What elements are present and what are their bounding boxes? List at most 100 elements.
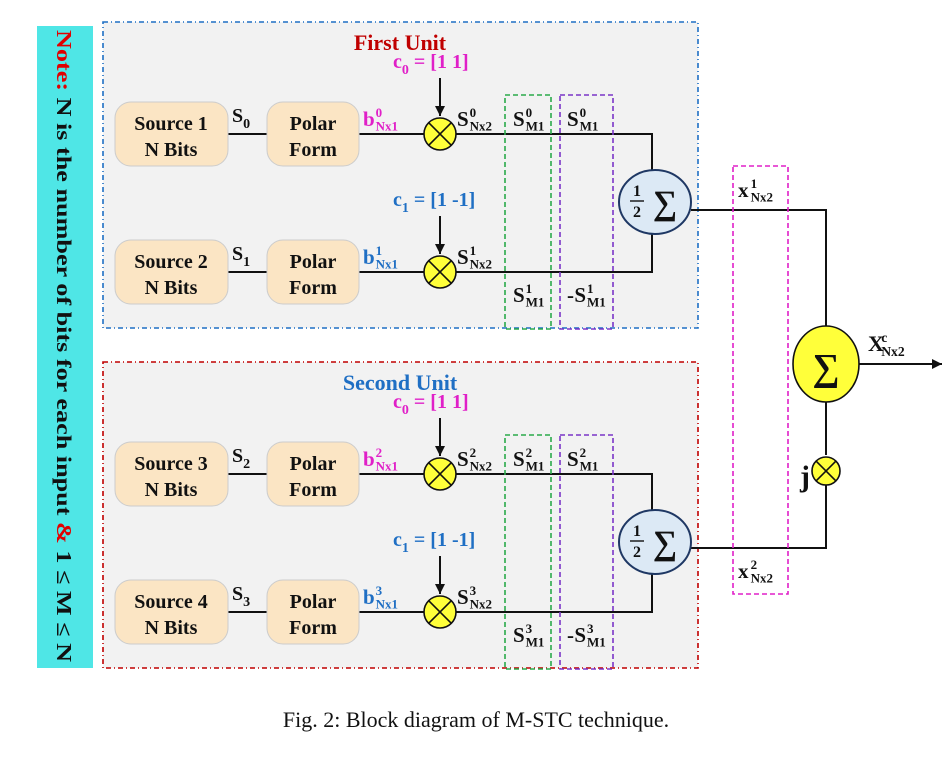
selection-boxes bbox=[504, 94, 789, 670]
unit-title-1: First Unit bbox=[354, 30, 447, 55]
svg-text:Nx2: Nx2 bbox=[751, 190, 773, 205]
svg-text:S: S bbox=[457, 447, 469, 471]
wire-unit-out-1 bbox=[691, 209, 827, 330]
svg-text:x: x bbox=[738, 178, 749, 202]
code-label-3: c0 = [1 1] bbox=[393, 391, 469, 418]
svg-text:3: 3 bbox=[526, 621, 533, 636]
svg-text:x: x bbox=[738, 559, 749, 583]
svg-text:b: b bbox=[363, 585, 375, 609]
wire-mult-sum-3 bbox=[456, 473, 653, 512]
svg-text:c: c bbox=[881, 330, 887, 345]
half-numerator: 1 bbox=[633, 183, 641, 200]
svg-text:Nx1: Nx1 bbox=[376, 257, 398, 272]
svg-text:S: S bbox=[513, 447, 525, 471]
svg-text:Nx1: Nx1 bbox=[376, 119, 398, 134]
svg-text:M1: M1 bbox=[587, 635, 606, 650]
code-label-2: c1 = [1 -1] bbox=[393, 189, 475, 216]
source-block-4: Source 4N Bits bbox=[114, 579, 229, 645]
code-arrow-3 bbox=[435, 418, 445, 456]
form-label: Form bbox=[289, 617, 337, 639]
form-label: Form bbox=[289, 479, 337, 501]
svg-text:S: S bbox=[567, 447, 579, 471]
multiplier-2 bbox=[423, 255, 457, 289]
svg-text:Nx2: Nx2 bbox=[470, 119, 492, 134]
code-label-4: c1 = [1 -1] bbox=[393, 529, 475, 556]
svg-text:M1: M1 bbox=[526, 459, 545, 474]
svg-text:-: - bbox=[567, 623, 574, 647]
source-label: Source 4 bbox=[134, 591, 208, 613]
final-sum-node: ∑ bbox=[792, 325, 860, 403]
svg-text:b: b bbox=[363, 107, 375, 131]
svg-text:Nx1: Nx1 bbox=[376, 459, 398, 474]
svg-text:S: S bbox=[567, 107, 579, 131]
unit-panel-2 bbox=[102, 361, 699, 669]
svg-text:M1: M1 bbox=[526, 119, 545, 134]
wires bbox=[228, 78, 942, 613]
half-numerator: 1 bbox=[633, 523, 641, 540]
source-label: Source 2 bbox=[134, 251, 208, 273]
svg-text:3: 3 bbox=[587, 621, 594, 636]
svg-text:M1: M1 bbox=[580, 459, 599, 474]
svg-text:c0 = [1 1]: c0 = [1 1] bbox=[393, 391, 469, 418]
svg-text:S: S bbox=[457, 107, 469, 131]
svg-text:Nx2: Nx2 bbox=[470, 459, 492, 474]
svg-text:0: 0 bbox=[580, 105, 587, 120]
polar-label: Polar bbox=[290, 251, 337, 273]
magenta-selection-box bbox=[732, 165, 789, 595]
svg-text:c1 = [1 -1]: c1 = [1 -1] bbox=[393, 529, 475, 556]
purple-selection-box-1 bbox=[559, 94, 614, 330]
svg-text:c0 = [1 1]: c0 = [1 1] bbox=[393, 51, 469, 78]
svg-text:M1: M1 bbox=[526, 295, 545, 310]
svg-text:M1: M1 bbox=[580, 119, 599, 134]
source-block-1: Source 1N Bits bbox=[114, 101, 229, 167]
note-text: Note: N is the number of bits for each i… bbox=[52, 30, 76, 662]
source-block-2: Source 2N Bits bbox=[114, 239, 229, 305]
svg-text:Nx2: Nx2 bbox=[470, 257, 492, 272]
svg-text:1: 1 bbox=[751, 176, 758, 191]
svg-text:1: 1 bbox=[587, 281, 594, 296]
multiplier-4 bbox=[423, 595, 457, 629]
svg-text:S: S bbox=[574, 283, 586, 307]
svg-text:2: 2 bbox=[751, 557, 758, 572]
svg-text:3: 3 bbox=[376, 583, 383, 598]
polar-label: Polar bbox=[290, 453, 337, 475]
svg-text:Nx1: Nx1 bbox=[376, 597, 398, 612]
half-denominator: 2 bbox=[633, 204, 641, 221]
svg-text:S: S bbox=[513, 283, 525, 307]
svg-text:c1 = [1 -1]: c1 = [1 -1] bbox=[393, 189, 475, 216]
wire-mult-sum-4 bbox=[456, 572, 653, 613]
polar-label: Polar bbox=[290, 591, 337, 613]
source-bits-label: N Bits bbox=[145, 139, 198, 161]
green-selection-box-2 bbox=[504, 434, 552, 670]
multiplier-3 bbox=[423, 457, 457, 491]
svg-text:2: 2 bbox=[580, 445, 587, 460]
sigma-symbol: ∑ bbox=[653, 185, 677, 222]
svg-text:b: b bbox=[363, 245, 375, 269]
svg-text:3: 3 bbox=[470, 583, 477, 598]
j-multiplier bbox=[811, 456, 841, 486]
form-label: Form bbox=[289, 277, 337, 299]
s-label-2: S1 bbox=[232, 243, 250, 270]
source-bits-label: N Bits bbox=[145, 479, 198, 501]
output-arrow bbox=[859, 359, 942, 369]
